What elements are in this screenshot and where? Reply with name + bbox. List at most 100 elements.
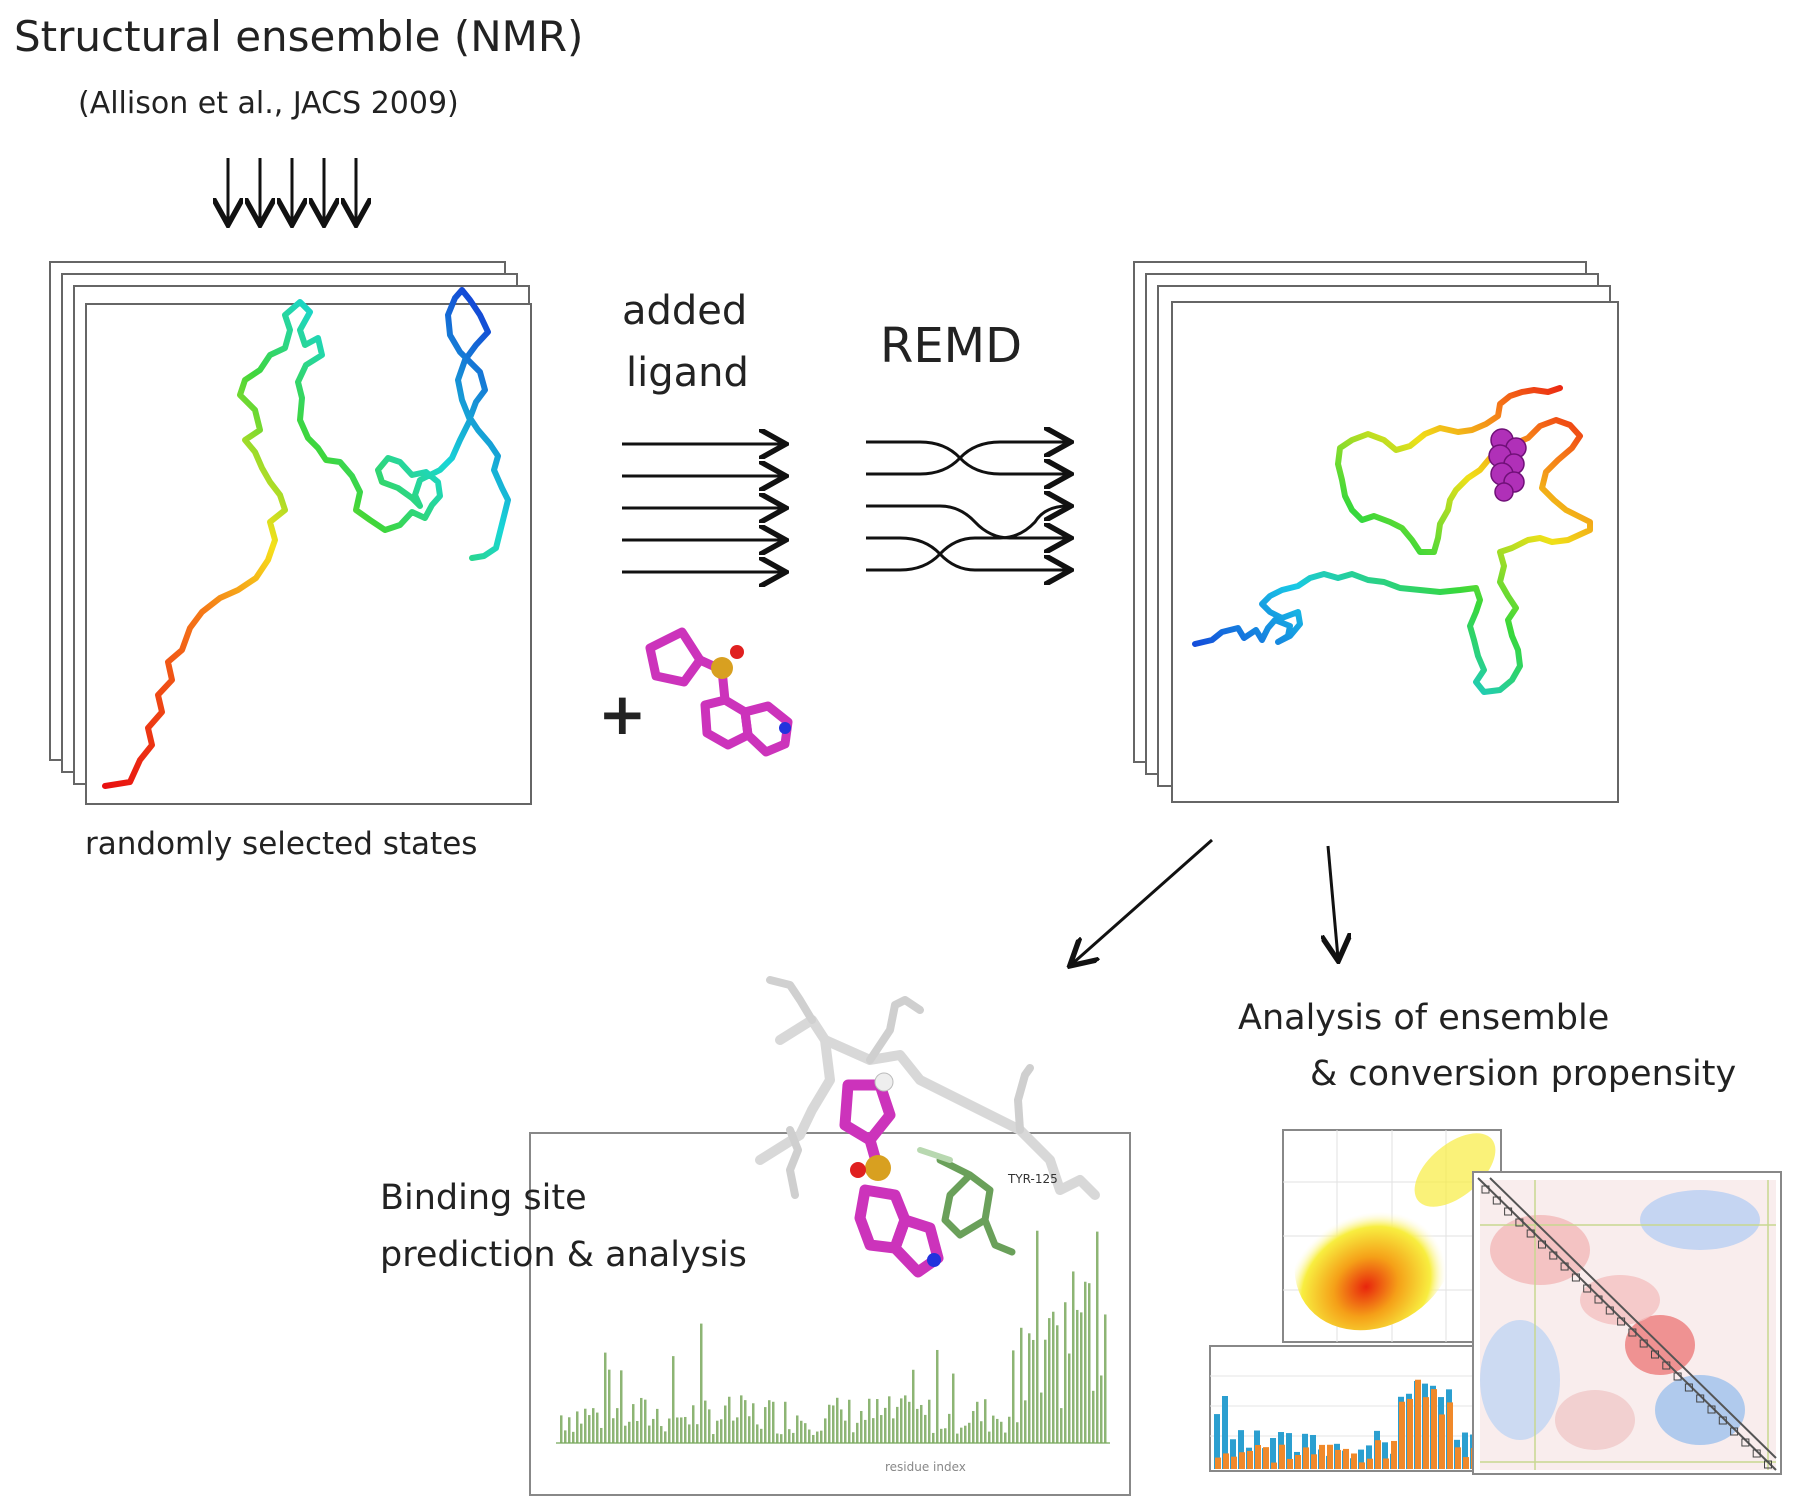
- analysis-label-line2: & conversion propensity: [1310, 1054, 1737, 1094]
- histogram-bar-orange: [1423, 1397, 1429, 1469]
- residue-bar: [1084, 1281, 1087, 1443]
- residue-bar: [900, 1398, 903, 1443]
- histogram-bar-orange: [1319, 1444, 1325, 1469]
- binding-sulfur-atom: [865, 1155, 891, 1181]
- histogram-bar-blue: [1222, 1395, 1228, 1469]
- histogram-bar-orange: [1327, 1444, 1333, 1469]
- matrix-marker: [1594, 1295, 1603, 1304]
- residue-bar: [968, 1422, 971, 1443]
- histogram-bar-orange: [1343, 1448, 1349, 1469]
- residue-contact-bars: [560, 1230, 1107, 1443]
- matrix-marker: [1583, 1284, 1592, 1293]
- histogram-bar-orange: [1239, 1452, 1245, 1469]
- residue-bar: [752, 1403, 755, 1443]
- matrix-marker: [1707, 1405, 1716, 1414]
- residue-bar: [820, 1430, 823, 1443]
- residue-bar: [708, 1409, 711, 1443]
- residue-bar: [908, 1401, 911, 1443]
- diagram-title: Structural ensemble (NMR): [14, 12, 584, 61]
- matrix-marker: [1673, 1372, 1682, 1381]
- residue-bar: [860, 1410, 863, 1443]
- residue-bar: [660, 1426, 663, 1443]
- residue-bar: [840, 1409, 843, 1443]
- histogram-bar-blue: [1366, 1445, 1372, 1469]
- residue-bar: [684, 1416, 687, 1443]
- matrix-marker: [1504, 1207, 1513, 1216]
- residue-bar: [568, 1417, 571, 1443]
- histogram-bar-orange: [1215, 1457, 1221, 1469]
- left-caption: randomly selected states: [85, 826, 478, 862]
- residue-bar: [1004, 1432, 1007, 1443]
- matrix-marker: [1538, 1240, 1546, 1249]
- plus-sign: +: [598, 680, 647, 748]
- binding-hydrogen-atom: [874, 1072, 894, 1092]
- residue-bar: [1080, 1312, 1083, 1443]
- residue-bar: [564, 1430, 567, 1443]
- residue-bar: [1096, 1231, 1099, 1443]
- residue-bar: [1076, 1309, 1079, 1443]
- matrix-marker: [1764, 1460, 1772, 1469]
- residue-bar: [972, 1411, 975, 1443]
- residue-bar: [1020, 1327, 1023, 1443]
- residue-bar: [576, 1411, 579, 1443]
- binding-nitrogen-atom: [927, 1253, 941, 1267]
- residue-bar: [596, 1412, 599, 1443]
- histogram-bars: [1214, 1379, 1501, 1469]
- binding-site-residues: [755, 976, 1100, 1256]
- residue-bar: [616, 1408, 619, 1443]
- residue-bar: [652, 1418, 655, 1443]
- residue-bar: [608, 1369, 611, 1443]
- residue-bar: [928, 1399, 931, 1443]
- residue-bar: [916, 1408, 919, 1443]
- residue-bar: [604, 1352, 607, 1443]
- matrix-marker: [1651, 1350, 1659, 1359]
- ligand-sulfur-atom: [711, 657, 733, 679]
- matrix-marker: [1628, 1328, 1637, 1337]
- residue-bar: [1008, 1416, 1011, 1443]
- histogram-bar-orange: [1359, 1462, 1365, 1469]
- matrix-marker: [1605, 1306, 1614, 1315]
- left-structure-stack: [49, 261, 532, 805]
- residue-bar: [784, 1401, 787, 1443]
- histogram-bar-blue: [1230, 1439, 1236, 1469]
- matrix-marker: [1696, 1394, 1705, 1403]
- histogram-bar-orange: [1407, 1398, 1413, 1469]
- residue-bar: [1040, 1392, 1043, 1443]
- residue-bar: [572, 1431, 575, 1443]
- matrix-marker: [1662, 1361, 1671, 1370]
- residue-bar: [696, 1424, 699, 1443]
- residue-bar: [692, 1405, 695, 1443]
- residue-bar: [976, 1401, 979, 1443]
- residue-bar: [824, 1418, 827, 1443]
- binding-label-line2: prediction & analysis: [380, 1235, 747, 1275]
- input-arrows: [228, 158, 356, 222]
- matrix-marker: [1718, 1416, 1727, 1425]
- histogram-bar-orange: [1255, 1445, 1261, 1469]
- residue-bar: [892, 1418, 895, 1443]
- residue-bar: [868, 1398, 871, 1443]
- residue-bar: [560, 1415, 563, 1443]
- matrix-marker: [1492, 1196, 1501, 1205]
- histogram-bar-orange: [1311, 1454, 1317, 1469]
- residue-bar: [620, 1370, 623, 1443]
- binding-oxygen-atom: [850, 1162, 866, 1178]
- residue-bar: [588, 1415, 591, 1443]
- histogram-bar-orange: [1303, 1447, 1309, 1469]
- residue-bar: [704, 1400, 707, 1443]
- residue-tag: TYR-125: [1008, 1172, 1058, 1186]
- residue-bar: [920, 1404, 923, 1443]
- histogram-bar-orange: [1351, 1453, 1357, 1469]
- histogram-bar-orange: [1439, 1414, 1445, 1469]
- histogram-bar-blue: [1382, 1442, 1388, 1469]
- residue-bar: [1036, 1230, 1039, 1443]
- residue-bar: [716, 1420, 719, 1443]
- histogram-bar-orange: [1223, 1453, 1229, 1469]
- residue-bar: [1000, 1421, 1003, 1443]
- residue-bar: [792, 1432, 795, 1443]
- right-protein-chain: [1192, 385, 1593, 695]
- histogram-bar-orange: [1431, 1389, 1437, 1469]
- residue-bar: [1044, 1339, 1047, 1443]
- residue-bar: [876, 1399, 879, 1443]
- residue-bar: [688, 1424, 691, 1443]
- residue-bar: [644, 1399, 647, 1443]
